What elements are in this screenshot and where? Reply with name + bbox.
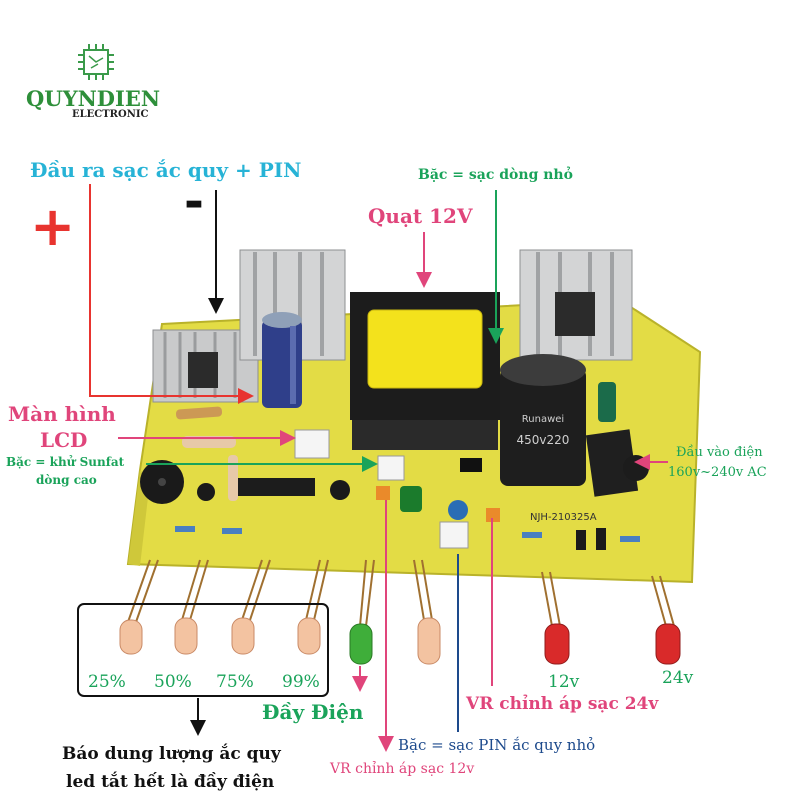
capacity-label-line1: Báo dung lượng ắc quy <box>62 744 281 764</box>
vr12-label: VR chỉnh áp sạc 12v <box>330 761 475 777</box>
ic-chip <box>235 478 315 496</box>
pct-99-label: 99% <box>282 672 320 692</box>
thermistor <box>623 455 649 481</box>
sulfate-label-line1: Bặc = khử Sunfat <box>6 455 125 469</box>
small-current-label: Bặc = sạc dòng nhỏ <box>418 167 573 183</box>
led-99 <box>297 559 329 655</box>
logo-name: QUYNDIEN <box>26 86 161 111</box>
led-12v-red <box>541 571 570 665</box>
led-24v-red <box>651 575 681 665</box>
full-charge-label: Đầy Điện <box>262 700 364 724</box>
sulfate-label-line2: dòng cao <box>36 473 97 487</box>
blue-capacitor <box>262 312 302 408</box>
lcd-connector <box>294 429 330 459</box>
green-capacitor <box>598 382 616 422</box>
pct-50-label: 50% <box>154 672 192 692</box>
chip-logo-icon <box>78 44 114 80</box>
lcd-label-line1: Màn hình <box>8 402 116 426</box>
led-full-green <box>349 559 375 665</box>
capacitor-rating-text: 450v220 <box>517 433 570 447</box>
vr24-label: VR chỉnh áp sạc 24v <box>466 694 659 714</box>
input-power-label-line2: 160v~240v AC <box>668 465 767 480</box>
fan-label: Quạt 12V <box>368 204 473 228</box>
plus-sign: + <box>30 195 76 258</box>
led-25 <box>119 559 159 655</box>
middle-heatsink <box>239 249 346 361</box>
logo-subtitle: ELECTRONIC <box>72 109 149 120</box>
led-50 <box>174 559 209 655</box>
v12-label: 12v <box>548 672 580 692</box>
capacitor-brand-text: Runawei <box>522 414 564 425</box>
board-model-text: NJH-210325A <box>530 512 597 523</box>
output-charge-label: Đầu ra sạc ắc quy + PIN <box>30 158 302 182</box>
small-connector <box>377 455 405 481</box>
main-capacitor: Runawei 450v220 <box>500 354 586 486</box>
led-75 <box>231 559 271 655</box>
pin-small-label: Bặc = sạc PIN ắc quy nhỏ <box>398 736 596 754</box>
minus-sign: - <box>184 174 204 230</box>
led-group-box <box>77 603 329 697</box>
output-connector <box>439 521 469 549</box>
pct-25-label: 25% <box>88 672 126 692</box>
bridge-rectifier <box>585 429 639 497</box>
transformer <box>350 292 500 450</box>
logo: QUYNDIEN ELECTRONIC <box>26 42 186 122</box>
input-power-label-line1: Đầu vào điện <box>676 445 763 460</box>
output-plus-line <box>89 184 254 404</box>
right-heatsink <box>519 249 633 361</box>
v24-label: 24v <box>662 668 694 688</box>
pct-75-label: 75% <box>216 672 254 692</box>
capacity-label-line2: led tắt hết là đầy điện <box>66 772 275 792</box>
led-extra <box>413 559 441 665</box>
lcd-label-line2: LCD <box>40 428 88 452</box>
